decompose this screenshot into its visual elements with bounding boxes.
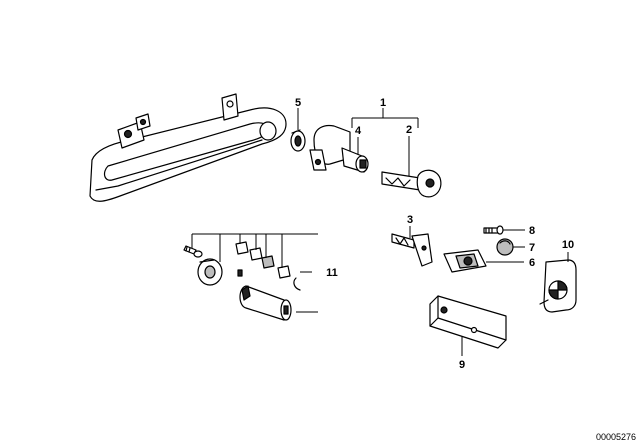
callout-3: 3 [407,214,413,226]
callout-labels: 1 2 3 4 5 6 7 8 9 10 11 [295,97,574,371]
leader-11 [191,233,318,313]
part-3-key [391,233,433,267]
document-number: 00005276 [596,432,636,442]
callout-8: 8 [529,225,535,237]
callout-6: 6 [529,257,535,269]
leader-lines [191,108,569,356]
callout-5: 5 [295,97,301,109]
callout-4: 4 [355,125,362,137]
part-10-cover-plate [539,259,577,313]
callout-1: 1 [380,97,386,109]
leader-1 [351,108,419,128]
part-7-cap [496,238,514,256]
part-8-screw [483,225,504,235]
part-4-lock-cylinder [309,124,369,173]
callout-11: 11 [326,267,338,279]
callout-2: 2 [406,124,412,136]
callout-9: 9 [459,359,465,371]
part-2-key [381,169,442,198]
part-11-lock-set [183,241,301,321]
part-6-bezel [443,249,487,273]
part-5-lock-nut [290,129,306,152]
callout-7: 7 [529,242,535,254]
door-handle [89,93,287,202]
part-9-trim-plate [429,295,507,349]
callout-10: 10 [562,239,574,251]
